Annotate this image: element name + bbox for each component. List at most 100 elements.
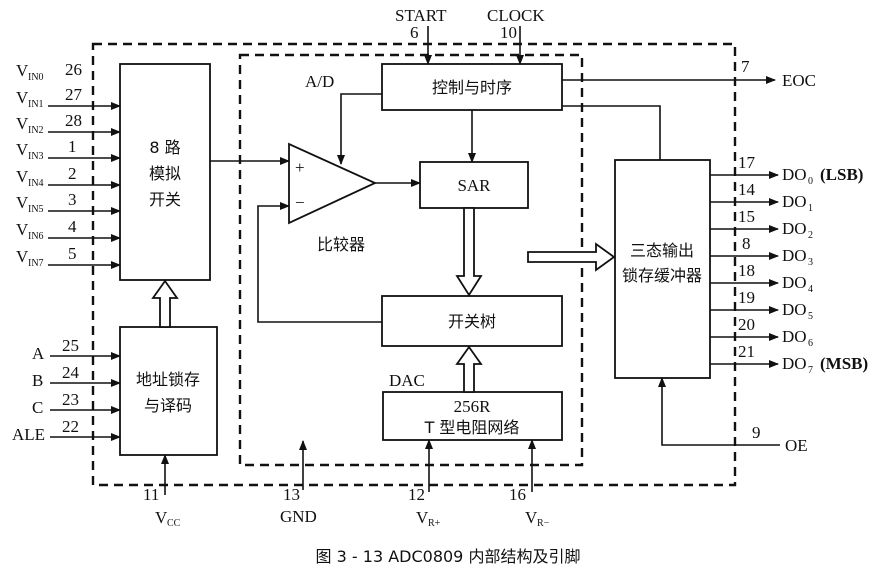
pin-ale: ALE 22 xyxy=(12,417,121,444)
addr-latch-label-1: 地址锁存 xyxy=(136,370,200,389)
control-timing-block: 控制与时序 xyxy=(381,63,563,111)
pin-a: A 25 xyxy=(32,336,121,363)
svg-text:DO: DO xyxy=(782,300,807,319)
start-pin-name: START xyxy=(395,6,447,25)
clock-pin-number: 10 xyxy=(500,23,517,42)
figure-caption: 图 3 - 13 ADC0809 内部结构及引脚 xyxy=(316,547,581,566)
svg-text:21: 21 xyxy=(738,342,755,361)
svg-text:6: 6 xyxy=(808,338,813,349)
svg-text:V: V xyxy=(16,193,29,212)
svg-text:R−: R− xyxy=(537,518,550,529)
svg-text:A: A xyxy=(32,344,45,363)
svg-text:28: 28 xyxy=(65,111,82,130)
svg-text:14: 14 xyxy=(738,180,756,199)
svg-text:0: 0 xyxy=(808,176,813,187)
sar-to-buffer-bus-arrow xyxy=(527,242,616,272)
svg-text:11: 11 xyxy=(143,485,159,504)
svg-text:R+: R+ xyxy=(428,518,441,529)
control-to-buffer-line xyxy=(562,105,661,160)
dac-label: DAC xyxy=(389,371,425,390)
svg-text:9: 9 xyxy=(752,423,761,442)
svg-text:2: 2 xyxy=(808,230,813,241)
svg-text:IN0: IN0 xyxy=(28,72,44,83)
svg-text:V: V xyxy=(16,88,29,107)
svg-text:20: 20 xyxy=(738,315,755,334)
svg-text:DO: DO xyxy=(782,354,807,373)
svg-text:2: 2 xyxy=(68,164,77,183)
comparator-plus: + xyxy=(295,158,305,177)
svg-text:C: C xyxy=(32,398,43,417)
svg-text:5: 5 xyxy=(68,244,77,263)
switchtree-feedback-line xyxy=(257,202,382,323)
svg-text:IN3: IN3 xyxy=(28,151,44,162)
addr-latch-label-2: 与译码 xyxy=(144,396,192,415)
svg-text:V: V xyxy=(16,140,29,159)
output-buffer-label-2: 锁存缓冲器 xyxy=(622,266,702,285)
output-buffer-block: 三态输出 锁存缓冲器 xyxy=(614,159,711,379)
clock-pin-name: CLOCK xyxy=(487,6,545,25)
analog-mux-block: 8 路 模拟 开关 xyxy=(119,63,211,281)
output-buffer-label-1: 三态输出 xyxy=(630,241,694,260)
eoc-pin-number: 7 xyxy=(741,57,750,76)
start-pin-number: 6 xyxy=(410,23,419,42)
sar-label: SAR xyxy=(457,176,491,195)
svg-text:26: 26 xyxy=(65,60,82,79)
svg-text:IN2: IN2 xyxy=(28,125,44,136)
svg-text:22: 22 xyxy=(62,417,79,436)
svg-text:3: 3 xyxy=(808,257,813,268)
svg-text:DO: DO xyxy=(782,327,807,346)
address-latch-block: 地址锁存 与译码 xyxy=(119,326,218,456)
svg-text:B: B xyxy=(32,371,43,390)
svg-text:(MSB): (MSB) xyxy=(820,354,868,373)
svg-text:DO: DO xyxy=(782,165,807,184)
oe-pin: 9 OE xyxy=(658,377,808,455)
svg-text:V: V xyxy=(416,508,429,527)
mux-label-3: 开关 xyxy=(149,190,181,209)
svg-text:8: 8 xyxy=(742,234,751,253)
svg-text:IN7: IN7 xyxy=(28,258,44,269)
svg-text:DO: DO xyxy=(782,219,807,238)
svg-text:16: 16 xyxy=(509,485,526,504)
comparator-minus: − xyxy=(295,193,305,212)
svg-text:CC: CC xyxy=(167,518,181,529)
svg-text:13: 13 xyxy=(283,485,300,504)
svg-text:V: V xyxy=(16,247,29,266)
resistor-network-block: 256R T 型电阻网络 xyxy=(382,391,563,441)
svg-text:18: 18 xyxy=(738,261,755,280)
svg-text:7: 7 xyxy=(808,365,813,376)
svg-text:4: 4 xyxy=(808,284,813,295)
mux-label-2: 模拟 xyxy=(149,164,181,183)
svg-text:15: 15 xyxy=(738,207,755,226)
svg-text:DO: DO xyxy=(782,246,807,265)
sar-block: SAR xyxy=(419,161,529,209)
svg-text:IN6: IN6 xyxy=(28,231,44,242)
ad-label: A/D xyxy=(305,72,334,91)
svg-text:IN4: IN4 xyxy=(28,178,44,189)
svg-text:24: 24 xyxy=(62,363,80,382)
resistor-net-label-1: 256R xyxy=(454,397,492,416)
chip-outline xyxy=(91,42,737,487)
resistor-to-switchtree-bus-arrow xyxy=(455,345,483,393)
eoc-pin-name: EOC xyxy=(782,71,816,90)
comparator-label: 比较器 xyxy=(317,235,365,254)
address-bus-arrow xyxy=(151,279,179,328)
control-to-comparator-line xyxy=(337,93,382,165)
svg-text:GND: GND xyxy=(280,507,317,526)
